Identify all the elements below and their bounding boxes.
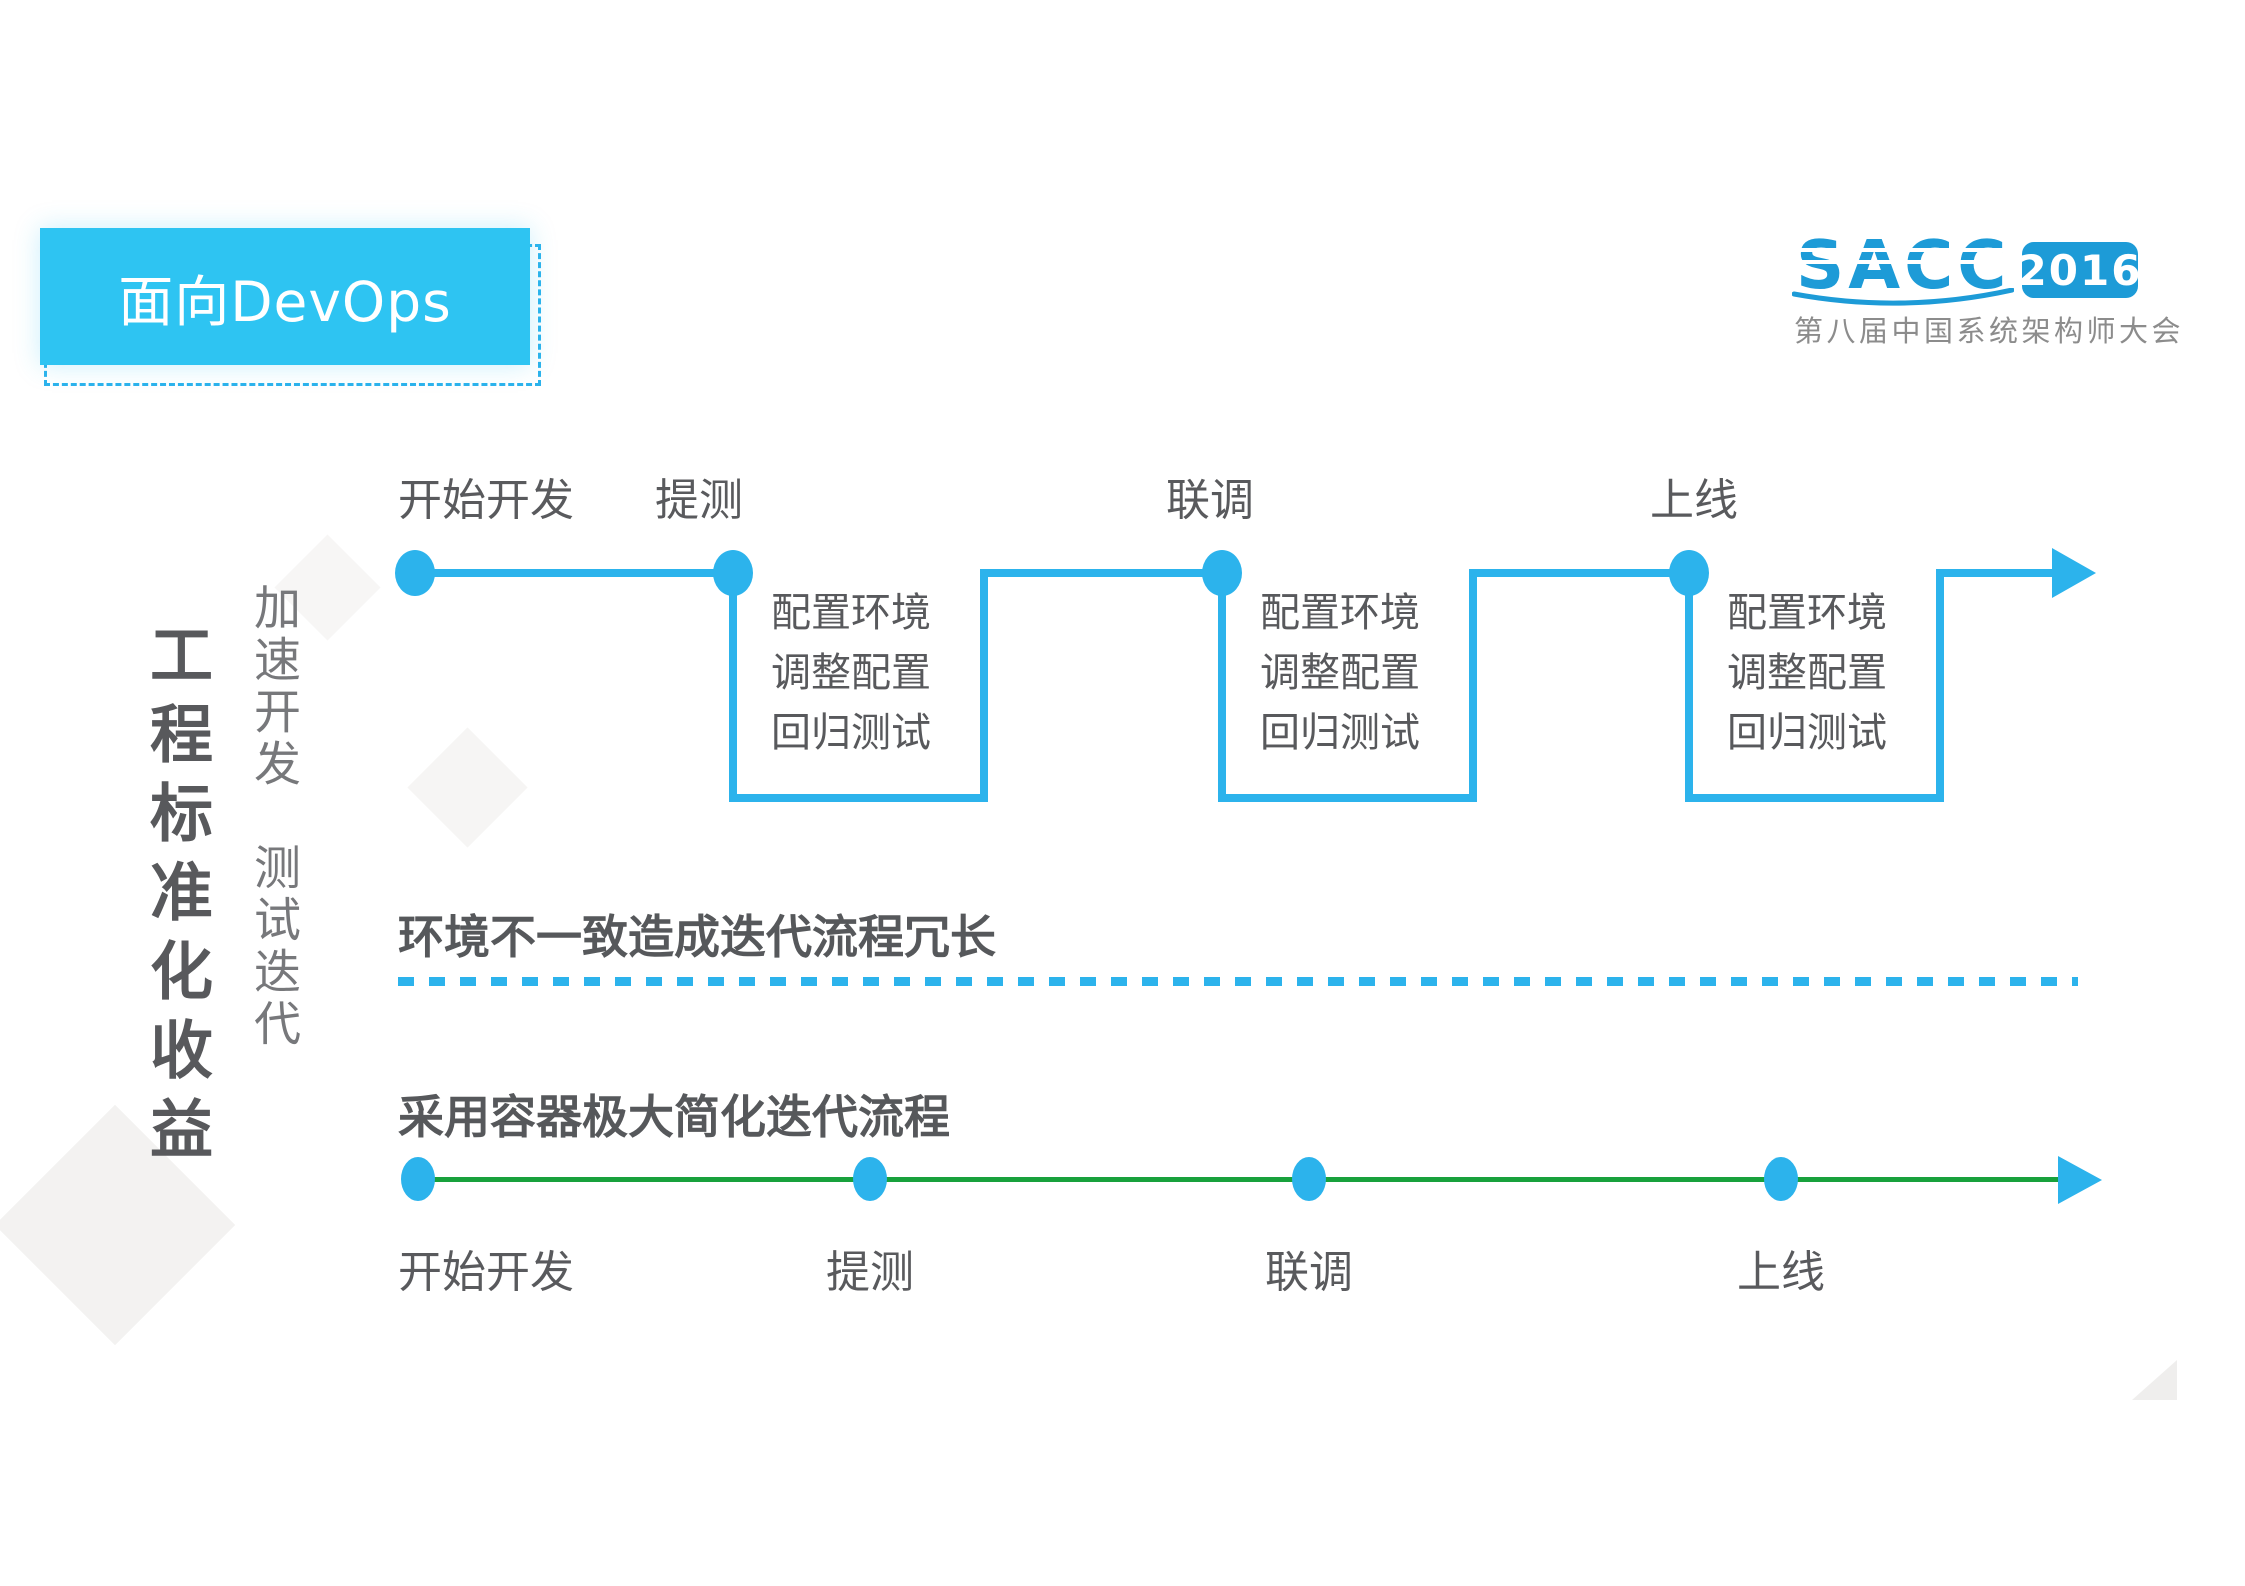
detour-step: 调整配置 <box>1260 650 1420 696</box>
logo-swoosh-icon <box>1792 288 2014 306</box>
old-flow-line-segment <box>1473 569 1693 577</box>
detour-step: 调整配置 <box>1727 650 1887 696</box>
new-flow-milestone-label: 开始开发 <box>398 1247 574 1298</box>
detour-line-down <box>1218 569 1226 802</box>
detour-step: 回归测试 <box>1260 710 1420 756</box>
new-flow-caption: 采用容器极大简化迭代流程 <box>398 1090 950 1144</box>
old-flow-milestone-dot <box>1669 550 1709 596</box>
old-flow-caption: 环境不一致造成迭代流程冗长 <box>398 910 996 964</box>
old-flow-milestone-label: 提测 <box>655 475 743 526</box>
detour-step: 配置环境 <box>1260 590 1420 636</box>
old-flow-detour: 配置环境 调整配置 回归测试 <box>729 569 988 802</box>
logo-subtitle: 第八届中国系统架构师大会 <box>1794 314 2185 348</box>
detour-line-down <box>1685 569 1693 802</box>
new-flow-milestone-dot <box>1764 1157 1798 1201</box>
dashed-divider <box>398 977 2078 986</box>
old-flow-detour: 配置环境 调整配置 回归测试 <box>1685 569 1944 802</box>
page-title: 面向DevOps <box>118 269 452 334</box>
logo-year: 2016 <box>2017 245 2143 295</box>
old-flow-arrowhead-icon <box>2052 548 2099 598</box>
new-flow-line <box>415 1177 2060 1182</box>
detour-line-up <box>1936 569 1944 802</box>
old-flow-milestone-label: 上线 <box>1650 475 1738 526</box>
detour-steps: 配置环境 调整配置 回归测试 <box>771 583 931 763</box>
new-flow-milestone-dot <box>401 1157 435 1201</box>
new-flow-milestone-label: 联调 <box>1265 1247 1353 1298</box>
detour-step: 回归测试 <box>771 710 931 756</box>
old-flow-milestone-dot <box>395 550 435 596</box>
detour-step: 配置环境 <box>1727 590 1887 636</box>
detour-line-bottom <box>729 794 988 802</box>
old-flow-line-segment <box>984 569 1226 577</box>
detour-line-down <box>729 569 737 802</box>
vertical-benefit-testing: 测试迭代 <box>245 843 300 1051</box>
old-flow-detour: 配置环境 调整配置 回归测试 <box>1218 569 1477 802</box>
detour-line-bottom <box>1218 794 1477 802</box>
decor-diamond-small <box>407 727 528 848</box>
vertical-benefit-accelerate: 加速开发 <box>245 583 300 791</box>
old-flow-milestone-dot <box>713 550 753 596</box>
new-flow-milestone-label: 提测 <box>826 1247 914 1298</box>
old-flow-line-segment <box>1941 569 2056 577</box>
old-flow-line-segment <box>413 569 737 577</box>
old-flow-milestone-dot <box>1202 550 1242 596</box>
detour-step: 调整配置 <box>771 650 931 696</box>
new-flow-milestone-dot <box>853 1157 887 1201</box>
detour-steps: 配置环境 调整配置 回归测试 <box>1260 583 1420 763</box>
detour-step: 配置环境 <box>771 590 931 636</box>
decor-triangle-corner <box>2132 1360 2177 1400</box>
old-flow-milestone-label: 开始开发 <box>398 475 574 526</box>
detour-step: 回归测试 <box>1727 710 1887 756</box>
logo-brand-text: SACC <box>1796 226 2011 304</box>
detour-steps: 配置环境 调整配置 回归测试 <box>1727 583 1887 763</box>
title-banner: 面向DevOps <box>40 228 530 365</box>
vertical-headline: 工程标准化收益 <box>140 622 213 1175</box>
old-flow-milestone-label: 联调 <box>1166 475 1254 526</box>
logo-year-badge: 2016 <box>2018 242 2140 298</box>
logo-stripe <box>1798 248 2006 252</box>
new-flow-arrowhead-icon <box>2058 1156 2105 1204</box>
logo-stripe <box>1798 260 2006 264</box>
new-flow-milestone-dot <box>1292 1157 1326 1201</box>
detour-line-up <box>980 569 988 802</box>
detour-line-bottom <box>1685 794 1944 802</box>
new-flow-milestone-label: 上线 <box>1737 1247 1825 1298</box>
conference-logo: SACC 2016 第八届中国系统架构师大会 <box>1792 226 2202 376</box>
detour-line-up <box>1469 569 1477 802</box>
